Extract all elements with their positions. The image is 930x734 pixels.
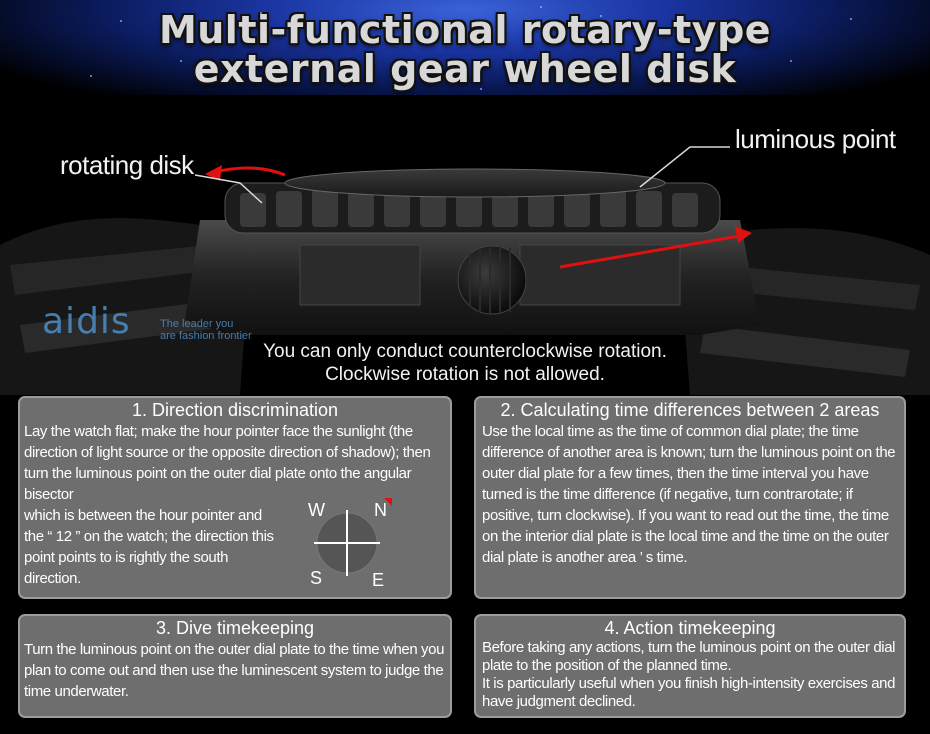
- sparkle-dot: [330, 80, 332, 82]
- north-marker-icon: [384, 498, 392, 506]
- sparkle-dot: [120, 20, 122, 22]
- sparkle-dot: [660, 70, 662, 72]
- sparkle-dot: [720, 30, 722, 32]
- panel-heading: 2. Calculating time differences between …: [500, 400, 880, 420]
- title-line-1: Multi-functional rotary-type: [158, 8, 772, 52]
- rotation-note-line-2: Clockwise rotation is not allowed.: [325, 364, 605, 385]
- luminous-point-leader: [639, 146, 730, 188]
- sparkle-dot: [260, 12, 262, 14]
- panel-text-1: Before taking any actions, turn the lumi…: [482, 639, 896, 674]
- panel-action-timekeeping: 4. Action timekeeping Before taking any …: [474, 614, 906, 718]
- rotating-disk-leader: [194, 174, 263, 204]
- panel-heading: 3. Dive timekeeping: [155, 618, 315, 638]
- compass-w: W: [308, 500, 325, 520]
- sparkle-dot: [180, 60, 182, 62]
- watch-illustration: [0, 146, 930, 395]
- panel-text: Turn the luminous point on the outer dia…: [24, 641, 445, 700]
- sparkle-dot: [850, 18, 852, 20]
- logo-wordmark: aidis: [42, 301, 131, 342]
- callout-luminous-point: luminous point: [735, 124, 896, 154]
- watch-crystal: [284, 168, 666, 198]
- panel-time-differences: 2. Calculating time differences between …: [474, 396, 906, 599]
- compass-diagram: W N S E: [302, 498, 392, 590]
- brand-logo: aidis The leader you are fashion frontie…: [42, 301, 252, 343]
- compass-s: S: [310, 568, 323, 588]
- rotation-note-line-1: You can only conduct counterclockwise ro…: [263, 341, 667, 362]
- header-banner: Multi-functional rotary-type external ge…: [0, 0, 930, 95]
- panel-heading: 4. Action timekeeping: [604, 618, 776, 638]
- compass-e: E: [372, 570, 385, 590]
- panel-text-side: which is between the hour pointer and th…: [24, 507, 274, 587]
- logo-tagline-1: The leader you: [160, 318, 234, 330]
- bezel-teeth: [240, 189, 698, 227]
- title-line-2: external gear wheel disk: [193, 47, 737, 91]
- panel-direction-discrimination: 1. Direction discrimination Lay the watc…: [18, 396, 452, 599]
- sparkle-dot: [540, 6, 542, 8]
- sparkle-dot: [90, 75, 92, 77]
- sparkle-dot: [600, 15, 602, 17]
- panel-heading: 1. Direction discrimination: [131, 400, 339, 420]
- sparkle-dot: [480, 88, 482, 90]
- callout-rotating-disk: rotating disk: [60, 150, 194, 180]
- panel-text-2: It is particularly useful when you finis…: [482, 675, 896, 710]
- panel-dive-timekeeping: 3. Dive timekeeping Turn the luminous po…: [18, 614, 452, 718]
- panel-text: Use the local time as the time of common…: [482, 423, 896, 566]
- compass-n: N: [374, 500, 387, 520]
- panel-text-top: Lay the watch flat; make the hour pointe…: [24, 423, 431, 503]
- watch-crown: [457, 245, 527, 315]
- counterclockwise-arrow-right: [559, 233, 746, 269]
- logo-tagline-2: are fashion frontier: [160, 330, 252, 342]
- sparkle-dot: [790, 60, 792, 62]
